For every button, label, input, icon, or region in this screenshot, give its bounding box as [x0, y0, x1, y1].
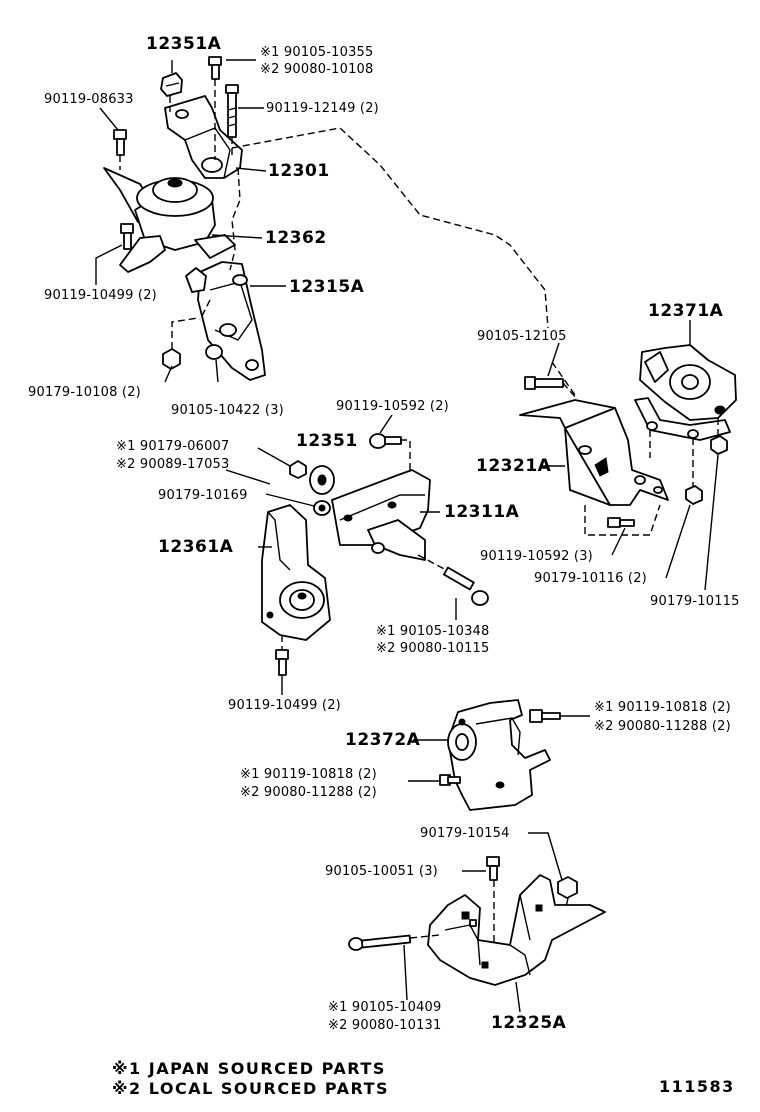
bolt-90105-12105	[524, 376, 564, 390]
part-label-90105-10422: 90105-10422 (3)	[171, 403, 284, 418]
part-label-90119-08633: 90119-08633	[44, 92, 134, 107]
nut-12351a	[160, 72, 183, 97]
bolt-90105-10348	[442, 566, 489, 606]
mount-12361a	[261, 504, 331, 641]
part-label-90179-10108: 90179-10108 (2)	[28, 385, 141, 400]
part-label-12351: 12351	[296, 431, 358, 451]
part-label-90179-10169: 90179-10169	[158, 488, 248, 503]
legend-local-sourced: ※2 LOCAL SOURCED PARTS	[112, 1079, 390, 1098]
bolt-90119-10592-upper	[369, 433, 402, 449]
part-label-90119-10499-lower: 90119-10499 (2)	[228, 698, 341, 713]
bracket-12321a	[519, 399, 669, 506]
part-label-90119-10818-left: ※1 90119-10818 (2)	[240, 767, 377, 782]
part-label-12362: 12362	[265, 228, 327, 248]
mount-12372a	[447, 699, 551, 811]
part-label-90179-10115: 90179-10115	[650, 594, 740, 609]
part-label-90119-10592-lower: 90119-10592 (3)	[480, 549, 593, 564]
part-label-90089-17053: ※2 90089-17053	[116, 457, 230, 472]
part-label-90179-10116: 90179-10116 (2)	[534, 571, 647, 586]
part-label-12315a: 12315A	[289, 277, 365, 297]
part-label-90080-11288-right: ※2 90080-11288 (2)	[594, 719, 731, 734]
bracket-12311a	[331, 469, 431, 561]
part-label-12361a: 12361A	[158, 537, 234, 557]
part-label-90105-12105: 90105-12105	[477, 329, 567, 344]
part-label-90080-10131: ※2 90080-10131	[328, 1018, 442, 1033]
bolt-90105-10422	[205, 344, 223, 360]
part-label-12351a: 12351A	[146, 34, 222, 54]
bushing-12351	[309, 465, 335, 495]
part-label-90080-11288-left: ※2 90080-11288 (2)	[240, 785, 377, 800]
bolt-90119-10592-lower	[607, 517, 635, 528]
part-label-12311a: 12311A	[444, 502, 520, 522]
part-label-90080-10108: ※2 90080-10108	[260, 62, 374, 77]
part-label-90119-12149: 90119-12149 (2)	[266, 101, 379, 116]
nut-90179-10154	[557, 876, 578, 899]
part-label-90105-10355: ※1 90105-10355	[260, 45, 374, 60]
bracket-12301	[164, 95, 243, 179]
part-label-90105-10051: 90105-10051 (3)	[325, 864, 438, 879]
part-label-90105-10348: ※1 90105-10348	[376, 624, 490, 639]
part-label-12372a: 12372A	[345, 730, 421, 750]
part-label-12325a: 12325A	[491, 1013, 567, 1033]
part-label-90119-10818-right: ※1 90119-10818 (2)	[594, 700, 731, 715]
nut-90179-10116	[685, 485, 703, 505]
part-label-12371a: 12371A	[648, 301, 724, 321]
bolt-90105-10051	[486, 856, 500, 881]
bolt-90119-08633	[113, 129, 127, 156]
bracket-12315a	[185, 261, 266, 381]
part-label-90119-10592-upper: 90119-10592 (2)	[336, 399, 449, 414]
bracket-12325a	[427, 874, 606, 986]
bolt-90119-10499-lower	[275, 649, 289, 676]
bolt-90119-12149	[225, 84, 239, 138]
part-label-12321a: 12321A	[476, 456, 552, 476]
part-label-90119-10499-upper: 90119-10499 (2)	[44, 288, 157, 303]
bolt-90119-10818-right	[529, 709, 561, 723]
bolt-90119-10818-left	[439, 774, 461, 786]
part-label-90179-06007: ※1 90179-06007	[116, 439, 230, 454]
figure-number: 111583	[659, 1077, 735, 1096]
nut-90179-06007	[289, 460, 307, 479]
bolt-90105-10355	[208, 56, 222, 80]
part-label-12301: 12301	[268, 161, 330, 181]
bolt-90105-10409	[348, 934, 412, 951]
nut-90179-10115	[710, 435, 728, 455]
bolt-90119-10499-upper	[120, 223, 134, 250]
mount-12371a	[634, 344, 737, 441]
legend-japan-sourced: ※1 JAPAN SOURCED PARTS	[112, 1059, 386, 1078]
part-label-90105-10409: ※1 90105-10409	[328, 1000, 442, 1015]
nut-90179-10169	[313, 500, 331, 516]
part-label-90080-10115: ※2 90080-10115	[376, 641, 490, 656]
mount-12362	[103, 167, 236, 273]
part-label-90179-10154: 90179-10154	[420, 826, 510, 841]
